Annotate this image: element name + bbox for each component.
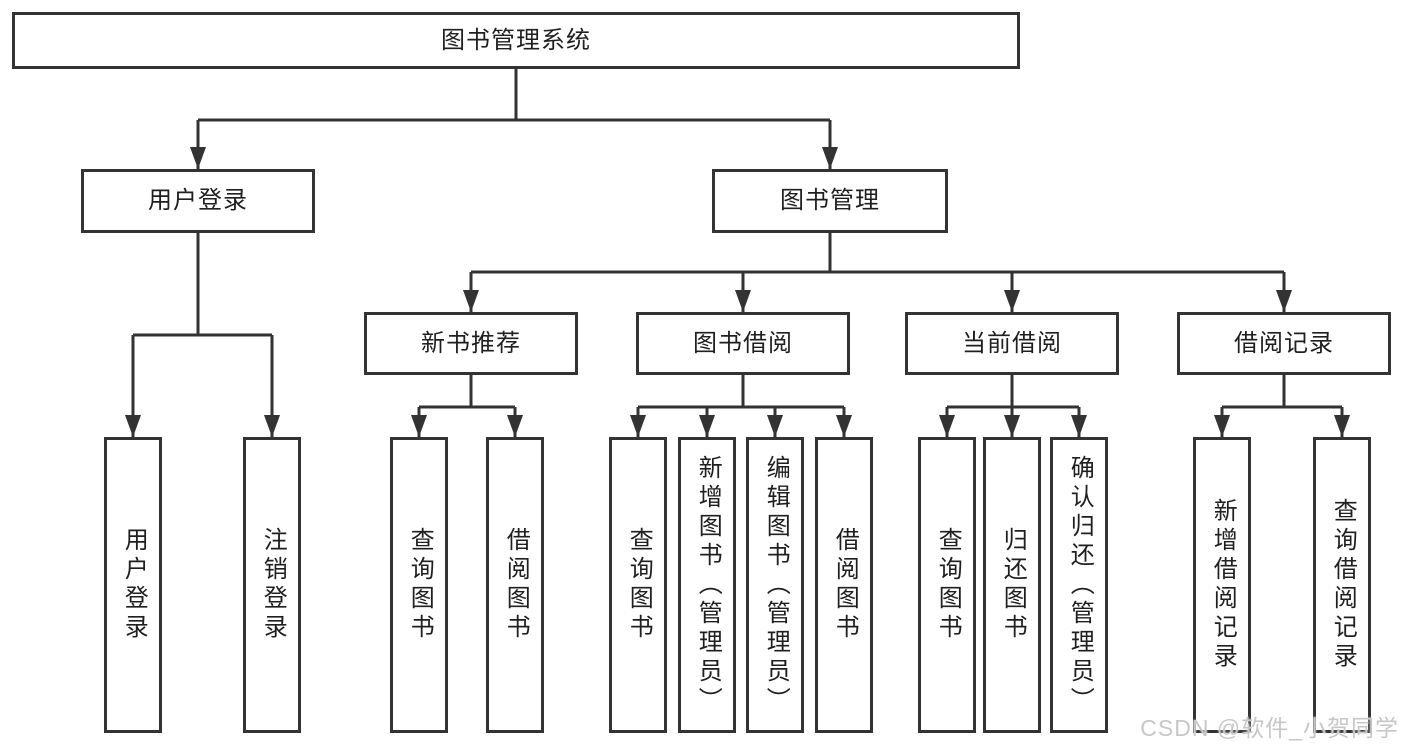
- node-current-borrow: 当前借阅: [905, 312, 1119, 375]
- leaf-query-borrow-record-label: 查询借阅记录: [1329, 498, 1357, 672]
- leaf-add-borrow-record-label: 新增借阅记录: [1209, 498, 1237, 672]
- connector-paths: [131, 69, 1344, 437]
- node-book-management-label: 图书管理: [780, 187, 880, 214]
- node-new-book-recommend: 新书推荐: [364, 312, 578, 375]
- leaf-return-books-label: 归还图书: [999, 527, 1027, 643]
- leaf-recommend-borrow-books: 借阅图书: [486, 437, 544, 733]
- leaf-recommend-borrow-books-label: 借阅图书: [502, 527, 530, 643]
- leaf-borrow-query-books: 查询图书: [609, 437, 667, 733]
- node-borrow-records: 借阅记录: [1177, 312, 1391, 375]
- leaf-logout: 注销登录: [243, 437, 301, 733]
- leaf-current-query-books-label: 查询图书: [934, 527, 962, 643]
- leaf-return-books: 归还图书: [983, 437, 1041, 733]
- leaf-user-login: 用户登录: [104, 437, 162, 733]
- node-new-book-recommend-label: 新书推荐: [421, 329, 521, 357]
- node-user-login: 用户登录: [81, 169, 315, 233]
- leaf-confirm-return-admin: 确认归还（管理员）: [1050, 437, 1108, 733]
- node-book-borrow: 图书借阅: [636, 312, 850, 375]
- leaf-add-books-admin: 新增图书（管理员）: [678, 437, 736, 733]
- leaf-confirm-return-admin-label: 确认归还（管理员）: [1066, 454, 1094, 716]
- leaf-recommend-query-books-label: 查询图书: [406, 527, 434, 643]
- leaf-edit-books-admin: 编辑图书（管理员）: [746, 437, 804, 733]
- node-user-login-label: 用户登录: [148, 187, 248, 214]
- node-current-borrow-label: 当前借阅: [962, 329, 1062, 357]
- leaf-borrow-books-label: 借阅图书: [831, 527, 859, 643]
- leaf-edit-books-admin-label: 编辑图书（管理员）: [762, 454, 790, 716]
- leaf-recommend-query-books: 查询图书: [390, 437, 448, 733]
- leaf-query-borrow-record: 查询借阅记录: [1313, 437, 1371, 733]
- csdn-watermark: CSDN @软件_小贺同学: [1140, 715, 1399, 741]
- leaf-add-books-admin-label: 新增图书（管理员）: [694, 454, 722, 716]
- node-library-system-label: 图书管理系统: [441, 26, 591, 54]
- leaf-current-query-books: 查询图书: [918, 437, 976, 733]
- node-book-management: 图书管理: [712, 169, 948, 233]
- leaf-borrow-books: 借阅图书: [815, 437, 873, 733]
- node-borrow-records-label: 借阅记录: [1234, 329, 1334, 357]
- node-book-borrow-label: 图书借阅: [693, 329, 793, 357]
- leaf-borrow-query-books-label: 查询图书: [625, 527, 653, 643]
- leaf-add-borrow-record: 新增借阅记录: [1193, 437, 1251, 733]
- leaf-user-login-label: 用户登录: [120, 527, 148, 643]
- leaf-logout-label: 注销登录: [259, 527, 287, 643]
- node-library-system: 图书管理系统: [12, 12, 1020, 69]
